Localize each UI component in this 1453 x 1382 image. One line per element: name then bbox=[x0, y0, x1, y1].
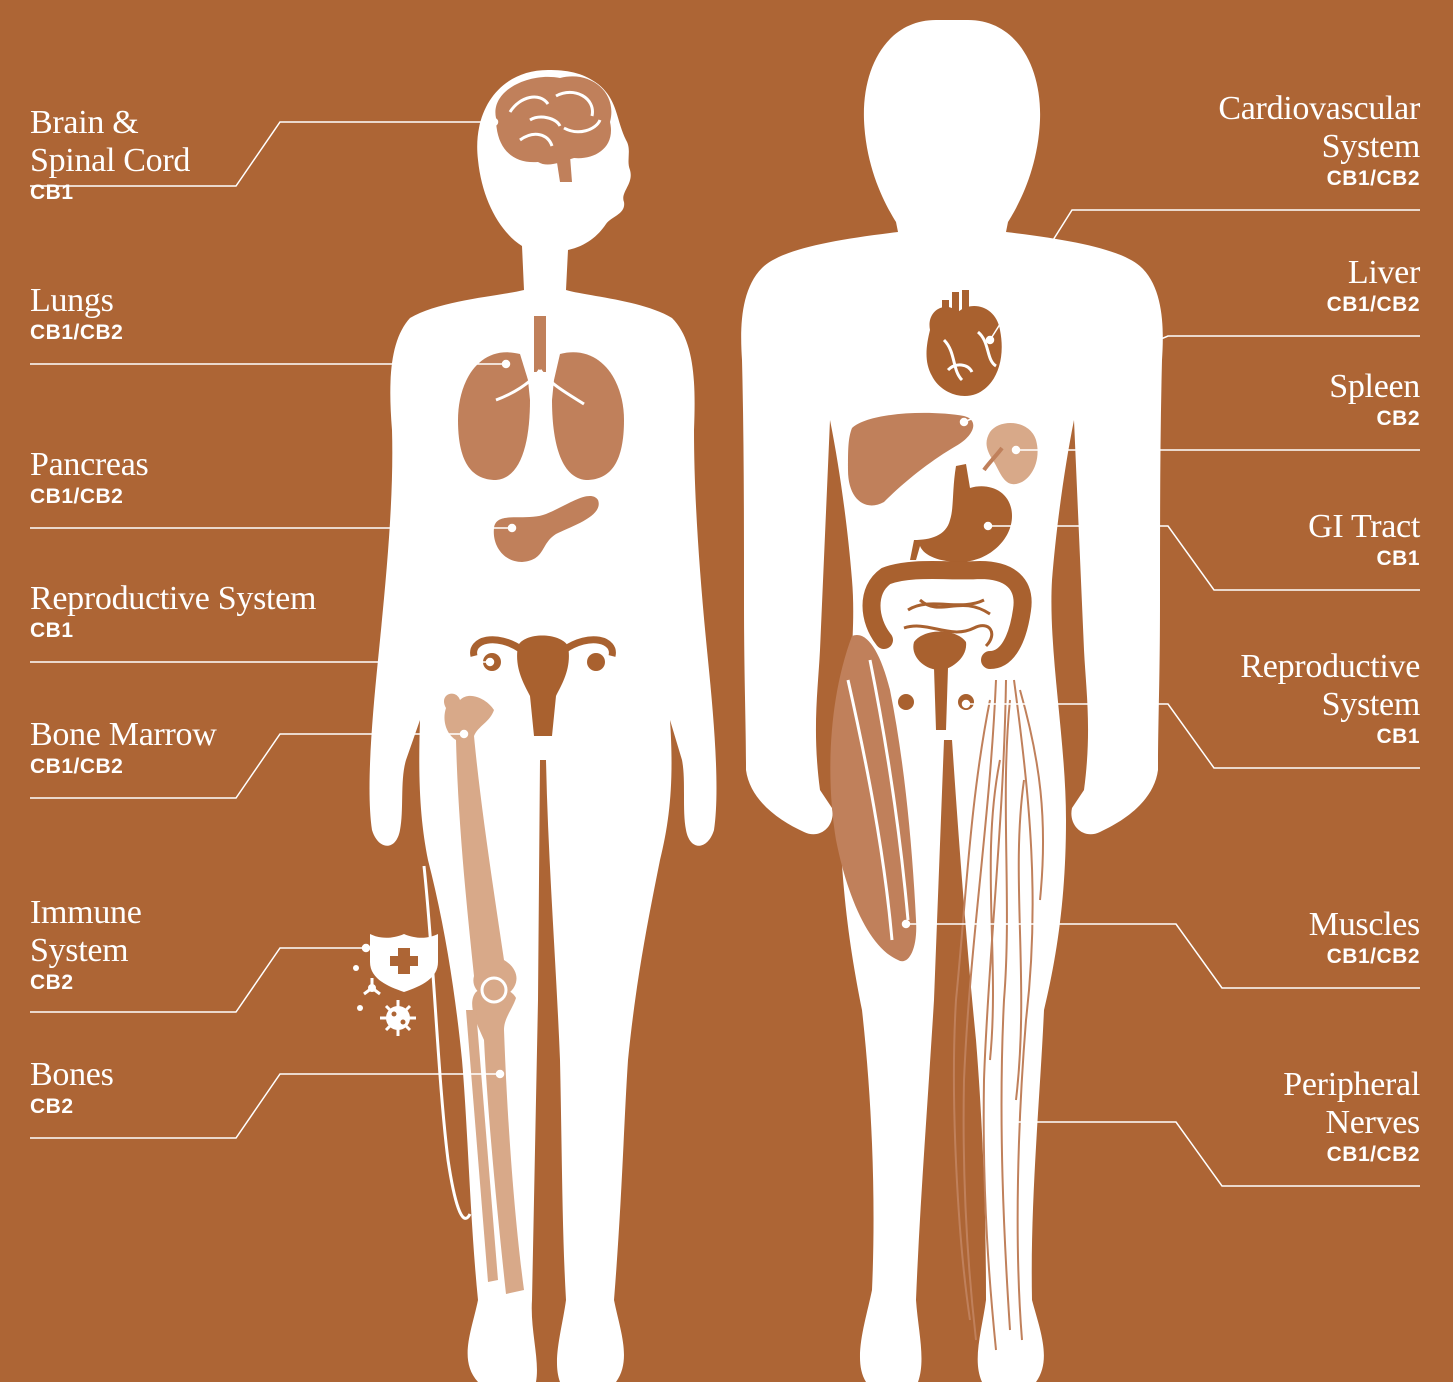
label-name: Brain & Spinal Cord bbox=[30, 66, 190, 180]
label-gi-tract: GI Tract CB1 bbox=[1308, 508, 1420, 572]
label-cardiovascular-system: Cardiovascular System CB1/CB2 bbox=[1218, 90, 1420, 192]
label-name: Reproductive System bbox=[30, 580, 316, 618]
label-reproductive-system-left: Reproductive System CB1 bbox=[30, 580, 316, 644]
label-liver: Liver CB1/CB2 bbox=[1327, 254, 1420, 318]
label-name: GI Tract bbox=[1308, 508, 1420, 546]
receptor-tag: CB2 bbox=[1329, 406, 1420, 432]
receptor-tag: CB1/CB2 bbox=[1327, 292, 1420, 318]
label-muscles: Muscles CB1/CB2 bbox=[1309, 906, 1420, 970]
label-name: Reproductive System bbox=[1240, 648, 1420, 724]
receptor-tag: CB1/CB2 bbox=[1218, 166, 1420, 192]
label-pancreas: Pancreas CB1/CB2 bbox=[30, 446, 148, 510]
label-name: Immune System bbox=[30, 894, 142, 970]
receptor-tag: CB1/CB2 bbox=[1283, 1142, 1420, 1168]
immune-shield-icon bbox=[370, 934, 438, 992]
label-peripheral-nerves: Peripheral Nerves CB1/CB2 bbox=[1283, 1066, 1420, 1168]
label-brain-spinal-cord: Brain & Spinal Cord CB1 bbox=[30, 66, 190, 206]
label-lungs: Lungs CB1/CB2 bbox=[30, 282, 123, 346]
male-figure bbox=[741, 20, 1163, 1382]
virus-icon bbox=[380, 1000, 416, 1036]
receptor-tag: CB1/CB2 bbox=[30, 484, 148, 510]
receptor-tag: CB1/CB2 bbox=[1309, 944, 1420, 970]
label-name: Bone Marrow bbox=[30, 716, 217, 754]
label-immune-system: Immune System CB2 bbox=[30, 894, 142, 996]
receptor-tag: CB1 bbox=[30, 180, 190, 206]
receptor-tag: CB2 bbox=[30, 1094, 114, 1120]
label-reproductive-system-right: Reproductive System CB1 bbox=[1240, 648, 1420, 750]
label-name: Lungs bbox=[30, 282, 123, 320]
receptor-tag: CB1 bbox=[30, 618, 316, 644]
male-body-silhouette bbox=[741, 20, 1163, 1382]
receptor-tag: CB2 bbox=[30, 970, 142, 996]
label-bones: Bones CB2 bbox=[30, 1056, 114, 1120]
label-name: Pancreas bbox=[30, 446, 148, 484]
label-name: Spleen bbox=[1329, 368, 1420, 406]
female-figure bbox=[353, 70, 716, 1382]
label-spleen: Spleen CB2 bbox=[1329, 368, 1420, 432]
receptor-tag: CB1 bbox=[1308, 546, 1420, 572]
receptor-tag: CB1/CB2 bbox=[30, 320, 123, 346]
label-name: Peripheral Nerves bbox=[1283, 1066, 1420, 1142]
label-bone-marrow: Bone Marrow CB1/CB2 bbox=[30, 716, 217, 780]
receptor-tag: CB1/CB2 bbox=[30, 754, 217, 780]
label-name: Liver bbox=[1327, 254, 1420, 292]
leader-lines bbox=[30, 119, 1420, 1187]
receptor-tag: CB1 bbox=[1240, 724, 1420, 750]
label-name: Cardiovascular System bbox=[1218, 90, 1420, 166]
label-name: Muscles bbox=[1309, 906, 1420, 944]
label-name: Bones bbox=[30, 1056, 114, 1094]
